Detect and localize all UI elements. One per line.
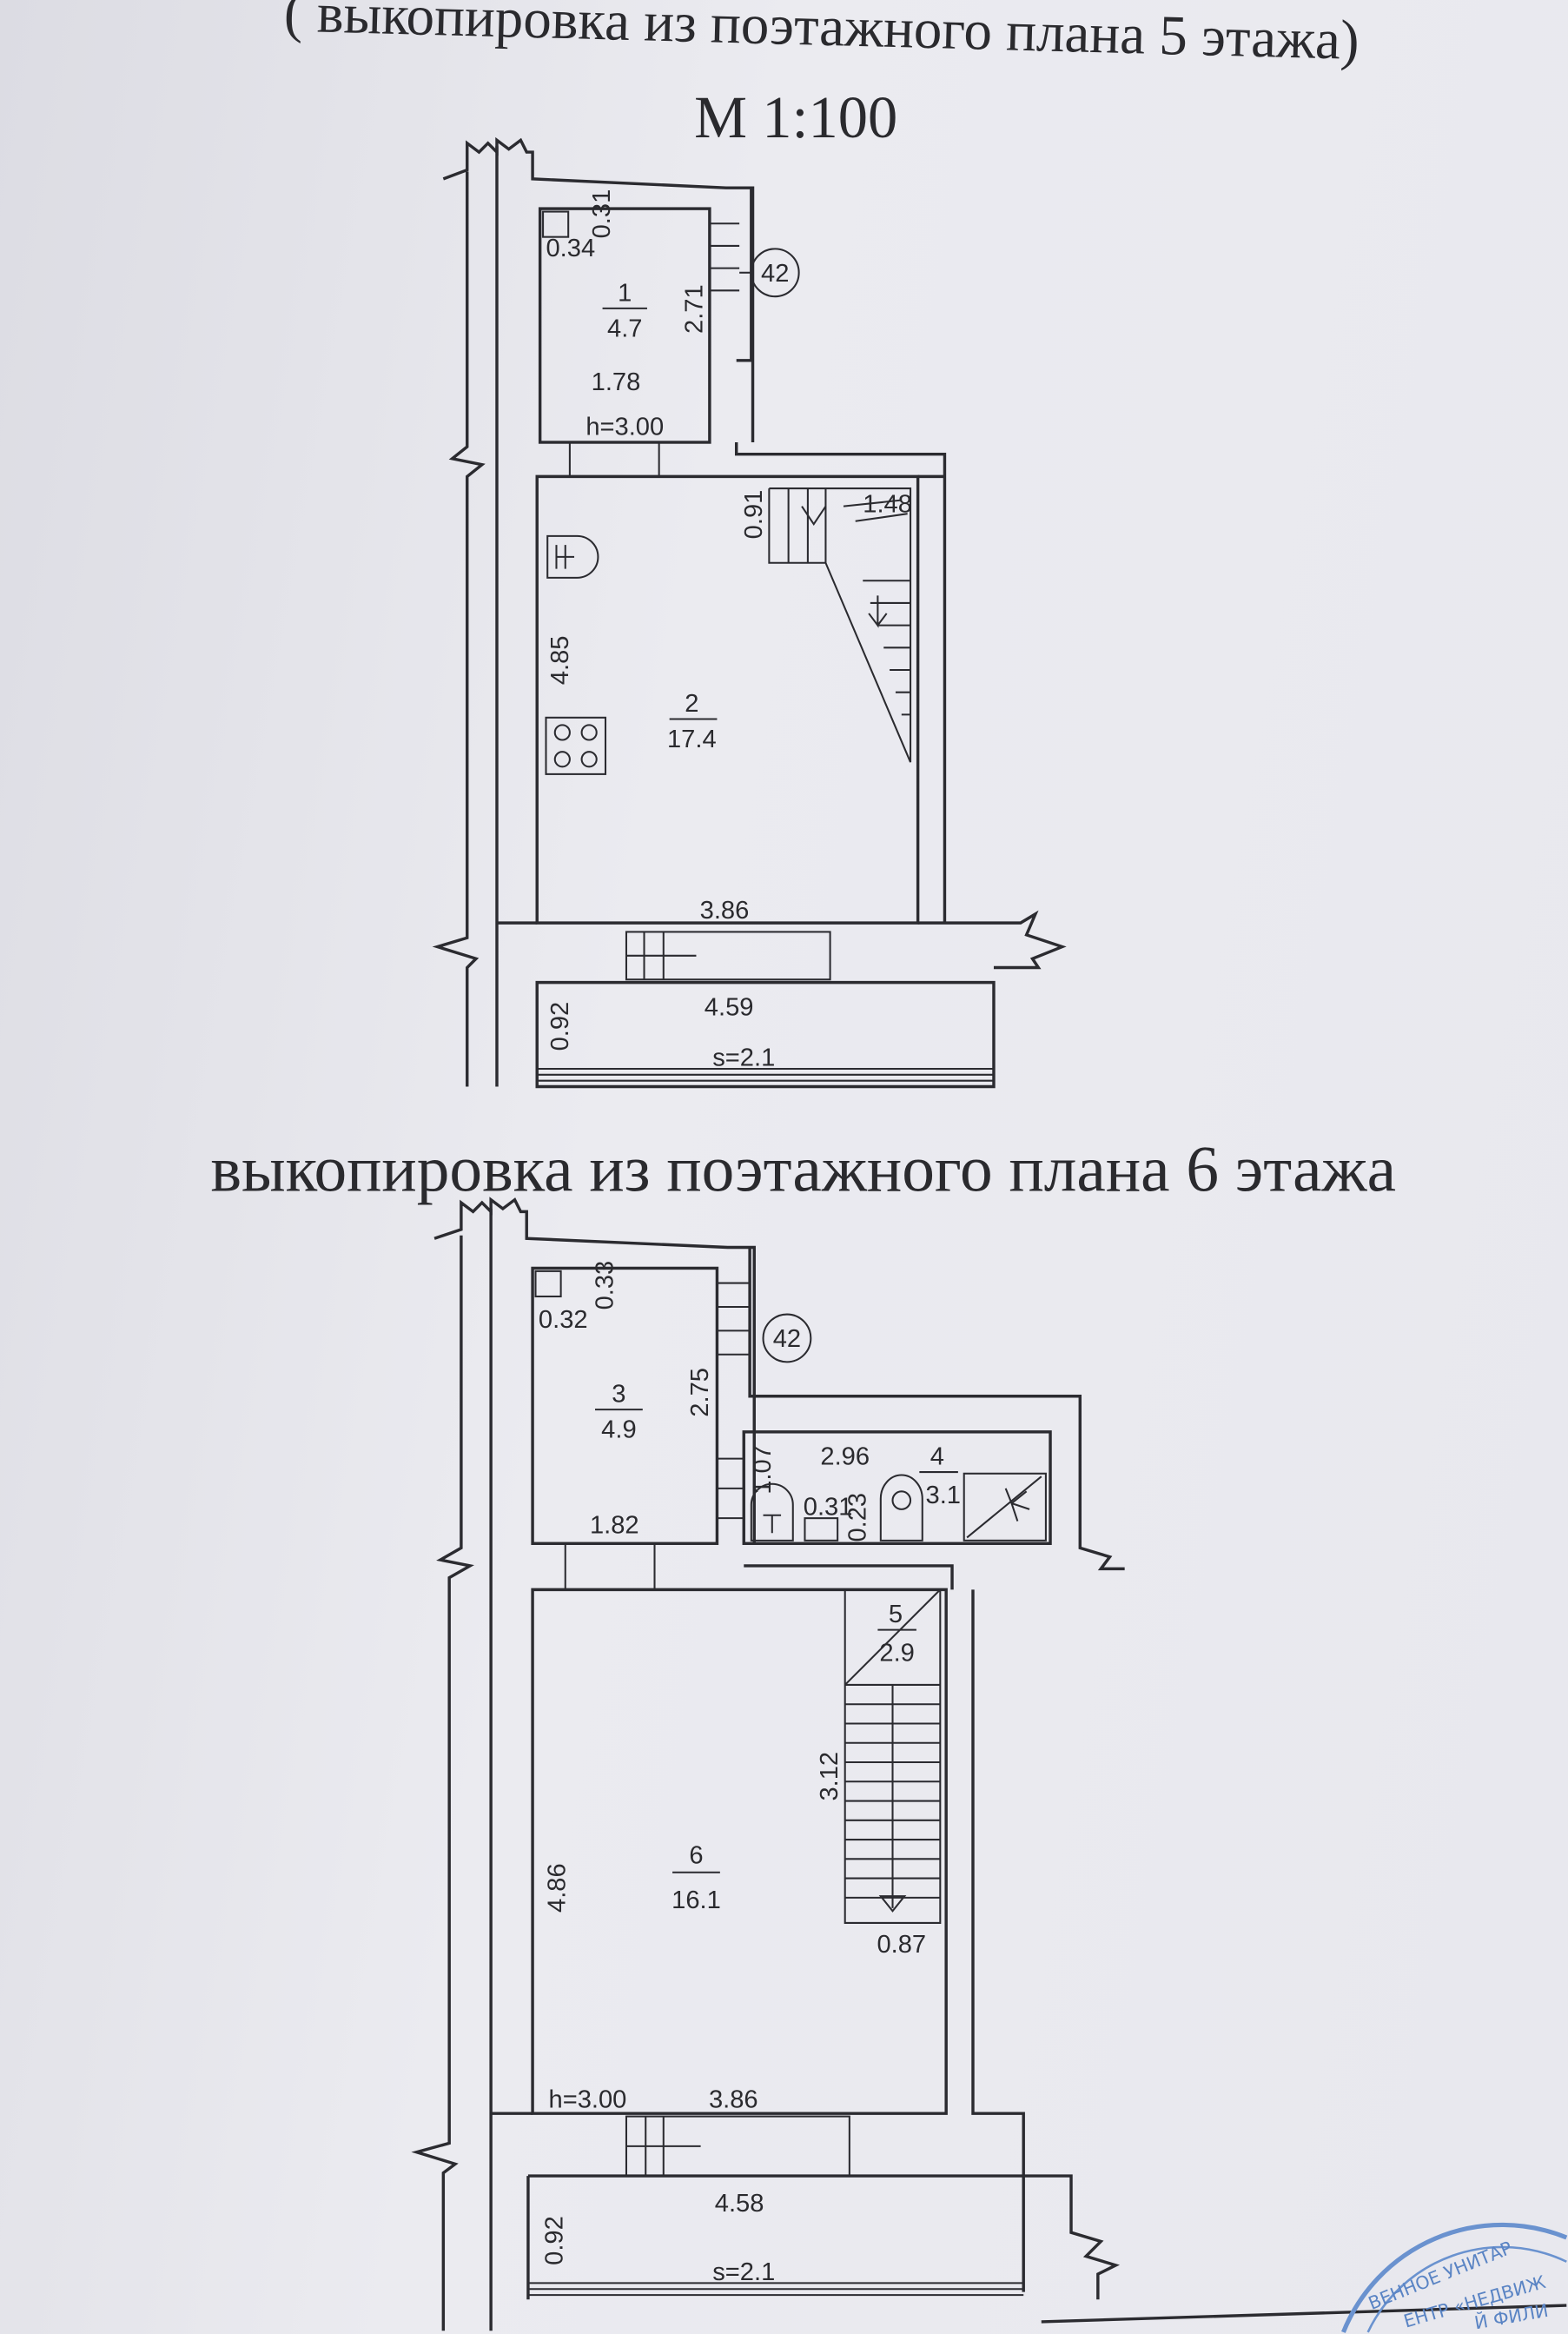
subtitle-floor5: ( выкопировка из поэтажного плана 5 этаж… — [283, 0, 1360, 72]
area-label: s=2.1 — [712, 1044, 775, 1072]
dim-label: 0.92 — [546, 1002, 574, 1051]
staircase — [844, 1588, 942, 1924]
toilet-icon — [750, 1482, 794, 1542]
official-stamp: ВЕННОЕ УНИТАР ЕНТР «НЕДВИЖ Й ФИЛИ — [1341, 2222, 1568, 2333]
stove-icon — [545, 716, 607, 775]
dim-label: 0.91 — [740, 490, 768, 540]
dim-label: 0.31 — [588, 189, 616, 239]
axis-marker-label: 42 — [761, 260, 789, 288]
room-4 — [742, 1430, 1052, 1545]
dim-label: 0.31 — [804, 1494, 853, 1522]
room-area: 2.9 — [879, 1640, 914, 1668]
height-label: h=3.00 — [549, 2085, 627, 2113]
balcony — [527, 2174, 1121, 2300]
subtitle-floor6: выкопировка из поэтажного плана 6 этажа — [210, 1133, 1396, 1205]
shower-icon — [963, 1472, 1047, 1542]
room-number: 3 — [612, 1381, 625, 1409]
window — [709, 222, 740, 292]
dim-label: 4.59 — [705, 993, 754, 1021]
room-1 — [538, 207, 711, 444]
dim-label: 3.86 — [709, 2085, 758, 2113]
wall — [496, 910, 1067, 970]
room-number: 1 — [618, 279, 632, 307]
wall — [432, 171, 486, 1087]
dim-label: 0.23 — [844, 1493, 872, 1542]
room-2 — [535, 474, 920, 925]
fixture — [804, 1517, 839, 1542]
room-3 — [531, 1266, 719, 1545]
axis-marker-label: 42 — [773, 1325, 801, 1353]
room-number: 4 — [930, 1443, 944, 1471]
stamp-outer-ring — [1341, 2222, 1568, 2333]
wall — [411, 1235, 474, 2331]
doorway — [568, 442, 660, 477]
dim-label: 0.33 — [592, 1261, 619, 1310]
dim-label: 3.86 — [700, 897, 750, 925]
dim-label: 1.82 — [590, 1511, 639, 1539]
room-area: 3.1 — [926, 1482, 961, 1509]
balcony-rail — [537, 1067, 994, 1082]
axis-marker — [762, 1313, 812, 1363]
niche — [534, 1270, 562, 1298]
room-6 — [531, 1588, 948, 2115]
dim-label: 0.34 — [546, 235, 595, 262]
stamp-inner-ring — [1366, 2245, 1567, 2333]
sink-icon — [879, 1474, 923, 1542]
dim-label: 0.32 — [539, 1306, 588, 1334]
scale-label: М 1:100 — [694, 84, 897, 150]
doorway — [564, 1543, 656, 1590]
dim-label: 3.12 — [816, 1752, 844, 1801]
room-number: 2 — [685, 690, 698, 718]
niche — [542, 210, 570, 238]
dim-label: 2.75 — [686, 1368, 714, 1417]
wall — [734, 442, 947, 924]
room-number: 6 — [689, 1841, 703, 1869]
dim-label: 2.71 — [680, 284, 708, 334]
staircase — [768, 487, 912, 763]
dim-label: 4.86 — [544, 1863, 572, 1913]
signature-line — [1041, 2304, 1567, 2324]
balcony-rail — [527, 2282, 1024, 2297]
wall — [971, 1589, 1025, 2177]
dim-label: 2.96 — [820, 1443, 870, 1471]
room-area: 16.1 — [672, 1886, 721, 1914]
wall — [442, 136, 755, 443]
dim-label: 4.85 — [546, 635, 574, 685]
wall — [433, 1197, 1125, 1590]
area-label: s=2.1 — [712, 2258, 775, 2286]
floor6-plan: 0.32 0.33 42 3 4.9 2.75 1.82 2.96 4 3.1 … — [411, 1197, 1567, 2331]
room-area: 4.7 — [607, 315, 642, 342]
balcony — [535, 980, 996, 1089]
dim-label: 0.92 — [540, 2216, 568, 2265]
dim-label: 1.07 — [749, 1445, 777, 1495]
room-number: 5 — [889, 1601, 903, 1628]
dim-label: 1.78 — [592, 368, 641, 396]
window — [717, 1282, 751, 1356]
room-area: 4.9 — [601, 1416, 636, 1444]
dim-label: 1.48 — [863, 490, 912, 518]
dim-label: 4.58 — [715, 2190, 764, 2218]
floor5-plan: 0.34 0.31 1 4.7 2.71 1.78 h=3.00 42 0.91… — [432, 136, 1067, 1089]
dim-label: 0.87 — [877, 1931, 926, 1959]
sink-icon — [546, 534, 599, 579]
room-area: 17.4 — [667, 726, 717, 753]
doorway — [717, 1457, 744, 1520]
height-label: h=3.00 — [586, 413, 664, 441]
